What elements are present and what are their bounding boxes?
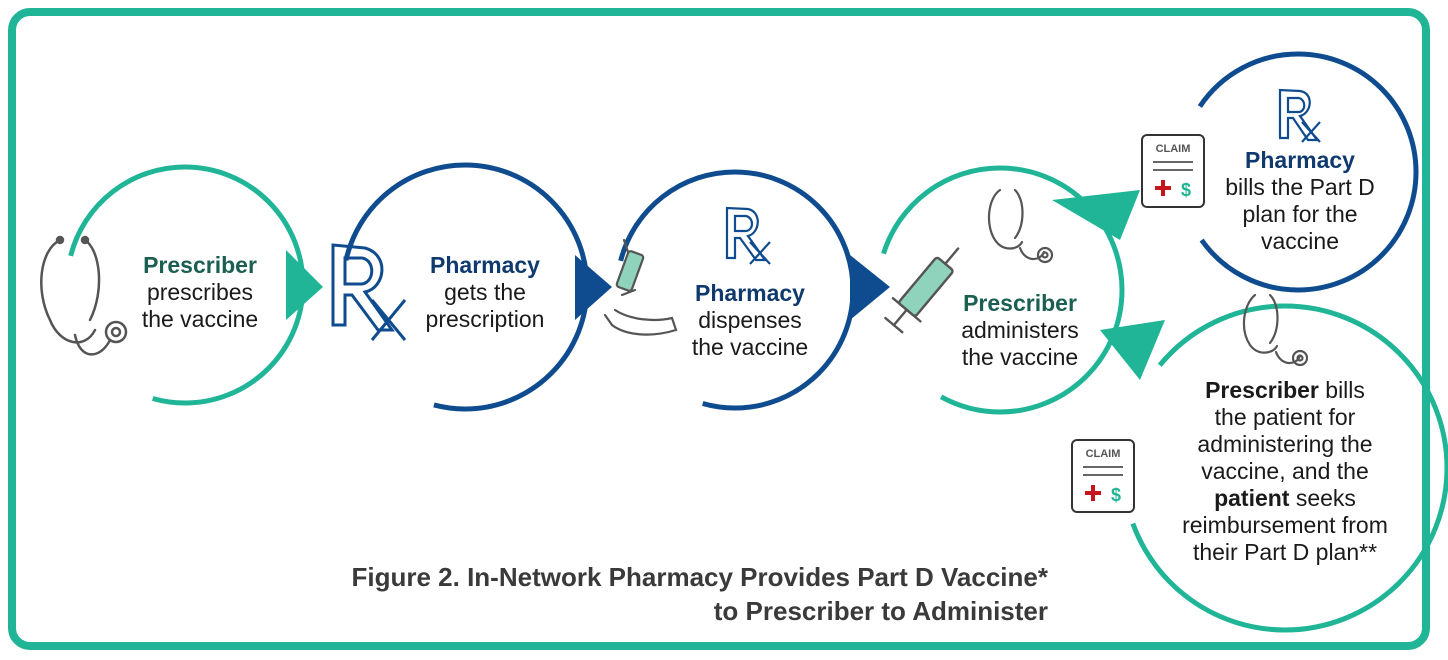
step-4-line: the vaccine <box>961 344 1079 370</box>
outcome-circle-pharmacy <box>1177 51 1419 293</box>
rx-icon <box>331 243 407 341</box>
step-circle-4 <box>875 165 1125 415</box>
rx-icon <box>725 206 771 265</box>
step-4-line: administers <box>961 317 1079 343</box>
step-circle-3 <box>614 169 856 411</box>
outcome-prescriber-line: their Part D plan** <box>1192 539 1378 565</box>
outcome-prescriber-line: vaccine, and the <box>1201 458 1369 484</box>
arrow-2 <box>575 255 612 320</box>
step-2-line: gets the <box>444 279 526 305</box>
figure-frame <box>8 8 1430 650</box>
arrow-3 <box>850 255 890 320</box>
claim-form-icon: CLAIM $ <box>1141 134 1205 208</box>
outcome-pharmacy-line: plan for the <box>1242 201 1358 227</box>
stethoscope-icon <box>987 188 1054 264</box>
step-1-line: the vaccine <box>141 306 259 332</box>
step-4-text: Prescriber administers the vaccine <box>935 290 1105 371</box>
step-1-actor: Prescriber <box>143 252 257 278</box>
dollar-sign: $ <box>1181 180 1191 200</box>
step-3-actor: Pharmacy <box>695 280 805 306</box>
step-3-text: Pharmacy dispenses the vaccine <box>670 280 830 361</box>
step-circle-2 <box>340 162 590 412</box>
outcome-prescriber-text: Prescriber bills the patient for adminis… <box>1160 377 1410 566</box>
claim-label: CLAIM <box>1156 143 1191 155</box>
step-2-actor: Pharmacy <box>430 252 540 278</box>
step-2-text: Pharmacy gets the prescription <box>405 252 565 333</box>
outcome-prescriber-actor: Prescriber <box>1205 377 1319 403</box>
outcome-prescriber-line: bills <box>1318 377 1365 403</box>
outcome-circle-prescriber <box>1120 303 1448 633</box>
outcome-pharmacy-actor: Pharmacy <box>1245 147 1355 173</box>
dollar-sign: $ <box>1111 485 1121 505</box>
step-1-line: prescribes <box>146 279 254 305</box>
outcome-prescriber-line: reimbursement from <box>1182 512 1388 538</box>
step-circle-1 <box>64 164 306 406</box>
outcome-patient-actor: patient <box>1214 485 1290 511</box>
stethoscope-icon <box>1242 293 1309 367</box>
outcome-pharmacy-text: Pharmacy bills the Part D plan for the v… <box>1215 147 1385 255</box>
rx-icon <box>1278 88 1321 143</box>
outcome-prescriber-line: seeks <box>1289 485 1356 511</box>
stethoscope-icon <box>40 235 128 356</box>
outcome-prescriber-line: administering the <box>1197 431 1373 457</box>
step-2-line: prescription <box>425 306 545 332</box>
claim-form-icon: CLAIM $ <box>1071 439 1135 513</box>
outcome-prescriber-line: the patient for <box>1214 404 1356 430</box>
claim-label: CLAIM <box>1086 448 1121 460</box>
figure-title-line: to Prescriber to Administer <box>713 596 1048 626</box>
step-4-actor: Prescriber <box>963 290 1077 316</box>
outcome-pharmacy-line: vaccine <box>1261 228 1339 254</box>
syringe-icon <box>884 247 960 334</box>
figure-title: Figure 2. In-Network Pharmacy Provides P… <box>352 560 1049 628</box>
arrow-down <box>1100 320 1165 380</box>
step-1-text: Prescriber prescribes the vaccine <box>115 252 285 333</box>
syringe-hand-icon <box>603 238 678 336</box>
step-3-line: the vaccine <box>691 334 809 360</box>
step-3-line: dispenses <box>698 307 802 333</box>
outcome-pharmacy-line: bills the Part D <box>1225 174 1375 200</box>
figure-title-line: Figure 2. In-Network Pharmacy Provides P… <box>351 562 1049 592</box>
